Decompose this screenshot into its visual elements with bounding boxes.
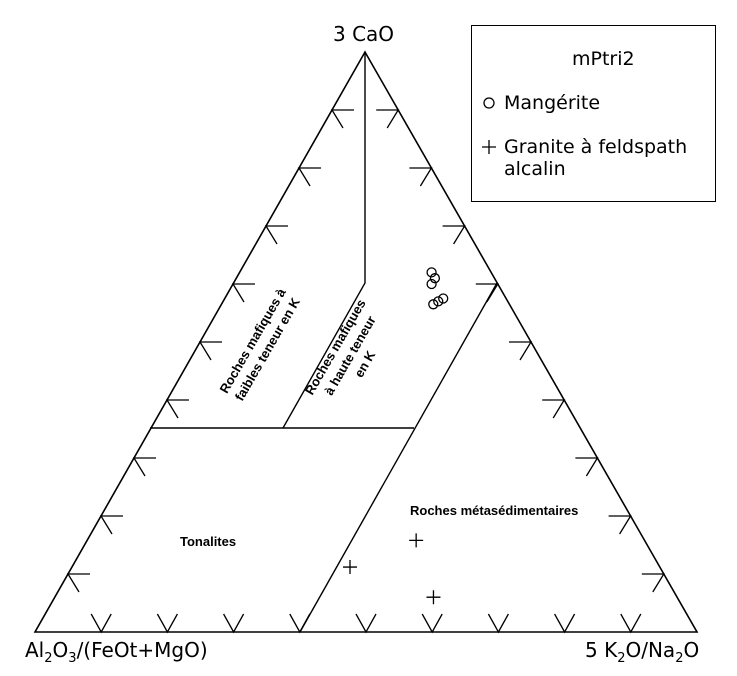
tick-left <box>132 457 156 477</box>
tick-right <box>542 399 566 419</box>
axis-label-top: 3 CaO <box>333 22 395 46</box>
tick-bottom <box>421 613 443 634</box>
legend-entry-mangerite: Mangérite <box>482 92 600 114</box>
region-label-metasedimentaires: Roches métasédimentaires <box>410 503 579 518</box>
tick-right <box>442 225 466 245</box>
region-label-tonalites: Tonalites <box>180 534 237 549</box>
tick-right <box>475 283 499 303</box>
tick-left <box>66 573 90 593</box>
tick-right <box>641 573 665 593</box>
data-point-mangerite <box>426 267 437 278</box>
tick-bottom <box>554 613 576 634</box>
tick-bottom <box>223 613 245 634</box>
data-point-granite <box>426 590 441 605</box>
data-point-mangerite <box>438 293 449 304</box>
legend-title: mPtri2 <box>572 48 635 70</box>
data-point-granite <box>409 533 424 548</box>
tick-left <box>231 283 255 303</box>
axis-label-right: 5 K2O/Na2O <box>585 638 700 666</box>
tick-left <box>198 341 222 361</box>
boundary-mafic-split <box>282 52 366 429</box>
axis-label-left: Al2O3/(FeOt+MgO) <box>25 638 208 666</box>
data-point-mangerite <box>428 299 439 310</box>
tick-left <box>330 109 354 129</box>
tick-bottom <box>487 613 509 634</box>
tick-right <box>409 167 433 187</box>
tick-bottom <box>156 613 178 634</box>
boundary-metased <box>299 282 498 633</box>
tick-bottom <box>620 613 642 634</box>
tick-bottom <box>355 613 377 634</box>
data-point-granite <box>343 560 357 575</box>
plus-marker-icon <box>482 136 504 158</box>
data-point-mangerite <box>433 296 444 307</box>
data-point-mangerite <box>426 278 437 290</box>
circle-marker-icon <box>482 92 504 114</box>
tick-left <box>165 399 189 419</box>
tick-right <box>575 457 599 477</box>
tick-right <box>509 341 533 361</box>
tick-left <box>264 225 288 245</box>
data-point-mangerite <box>429 273 441 284</box>
tick-left <box>297 167 321 187</box>
tick-bottom <box>90 613 112 634</box>
tick-right <box>376 109 400 129</box>
tick-bottom <box>289 613 311 634</box>
tick-left <box>99 515 123 535</box>
tick-right <box>608 515 632 535</box>
